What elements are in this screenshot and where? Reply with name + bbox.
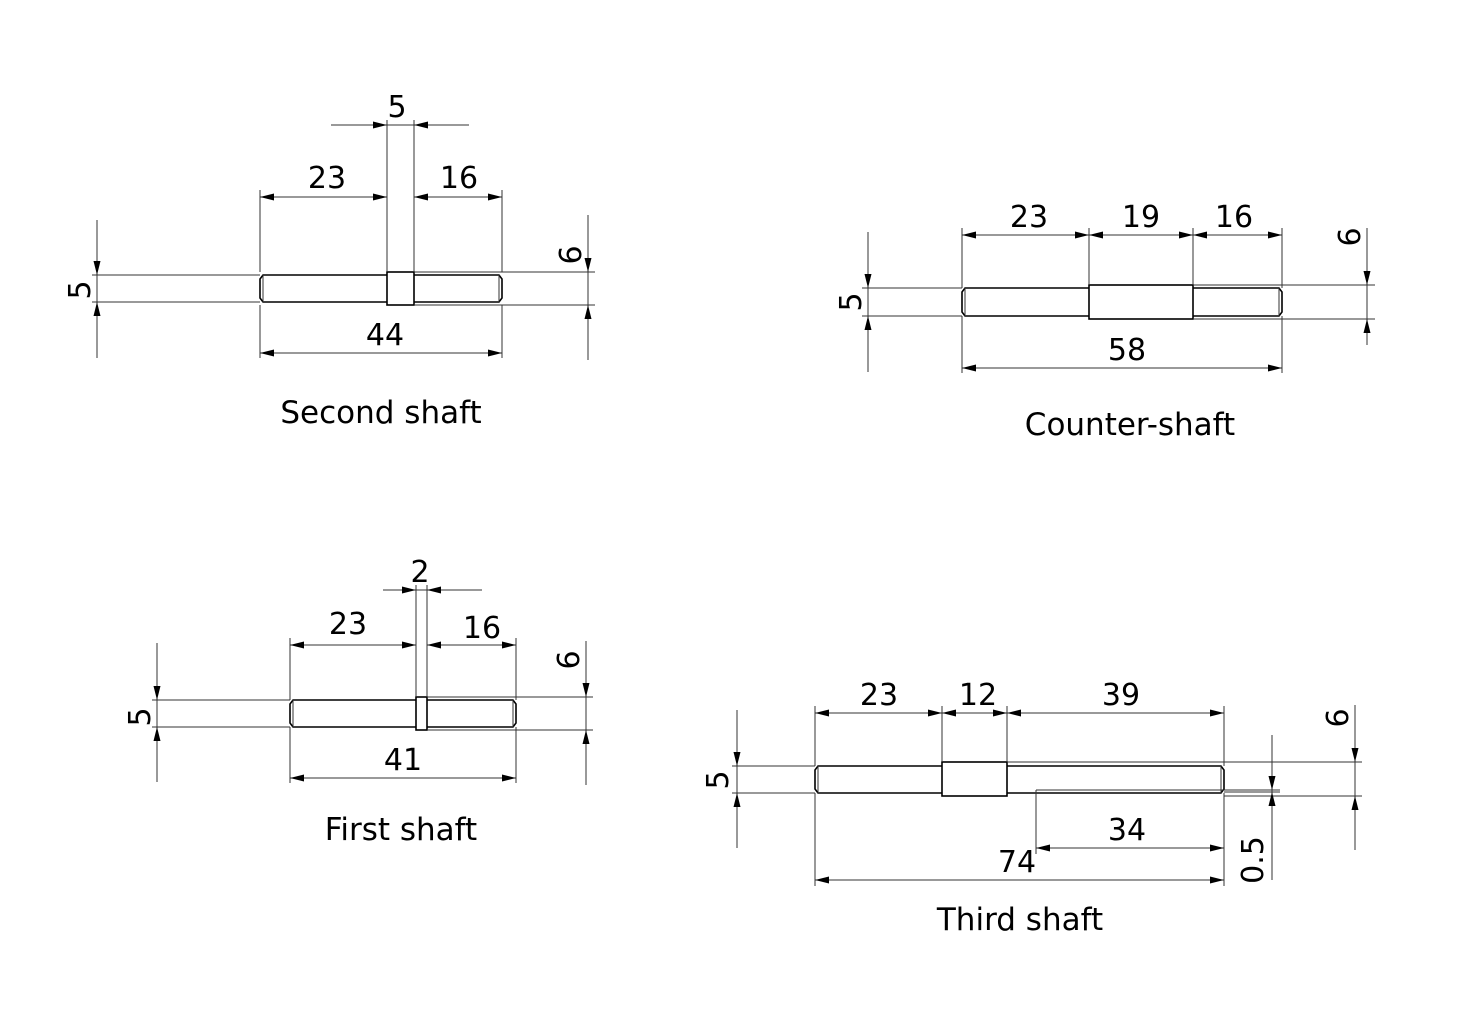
- arrowhead: [1075, 231, 1089, 239]
- first-shaft-title: First shaft: [325, 812, 477, 848]
- dim-total-length: 74: [998, 845, 1036, 880]
- arrowhead: [290, 641, 304, 649]
- arrowhead: [373, 121, 387, 129]
- collar: [386, 271, 415, 306]
- arrowhead: [1268, 776, 1276, 790]
- arrowhead: [414, 193, 428, 201]
- dim-collar-diameter: 6: [1321, 708, 1356, 727]
- collar: [415, 696, 428, 731]
- arrowhead: [1210, 876, 1224, 884]
- arrowhead: [93, 302, 101, 316]
- arrowhead: [1363, 319, 1371, 333]
- dim-total-length: 41: [384, 743, 422, 778]
- dim-left-length: 23: [308, 161, 346, 196]
- second-shaft-drawing: 23 5 16 44 5 6 Second shaft: [63, 90, 589, 431]
- dim-shaft-diameter: 5: [701, 770, 736, 789]
- arrowhead: [1007, 709, 1021, 717]
- arrowhead: [373, 193, 387, 201]
- arrowhead: [290, 774, 304, 782]
- dim-flat-length: 34: [1108, 813, 1146, 848]
- dim-collar-length: 2: [410, 555, 429, 590]
- dim-right-length: 16: [440, 161, 478, 196]
- arrowhead: [864, 316, 872, 330]
- arrowhead: [1351, 796, 1359, 810]
- arrowhead: [260, 349, 274, 357]
- arrowhead: [864, 274, 872, 288]
- arrowhead: [93, 261, 101, 275]
- dim-total-length: 44: [366, 318, 404, 353]
- dim-right-length: 39: [1102, 678, 1140, 713]
- collar: [941, 761, 1008, 797]
- arrowhead: [582, 683, 590, 697]
- arrowhead: [1210, 844, 1224, 852]
- third-shaft-drawing: 23 12 39 34 74 5 6 0.5 Third shaft: [701, 678, 1356, 938]
- arrowhead: [1268, 231, 1282, 239]
- dim-collar-length: 12: [959, 678, 997, 713]
- dim-collar-length: 5: [387, 90, 406, 125]
- arrowhead: [260, 193, 274, 201]
- arrowhead: [1210, 709, 1224, 717]
- arrowhead: [402, 586, 416, 594]
- dim-right-length: 16: [1215, 200, 1253, 235]
- arrowhead: [962, 231, 976, 239]
- arrowhead: [584, 258, 592, 272]
- dim-shaft-diameter: 5: [123, 707, 158, 726]
- counter-shaft-title: Counter-shaft: [1025, 407, 1235, 443]
- arrowhead: [502, 774, 516, 782]
- first-shaft-drawing: 23 2 16 41 5 6 First shaft: [123, 555, 587, 848]
- dim-collar-diameter: 6: [1333, 227, 1368, 246]
- arrowhead: [993, 709, 1007, 717]
- dim-shaft-diameter: 5: [63, 280, 98, 299]
- arrowhead: [1351, 748, 1359, 762]
- third-shaft-title: Third shaft: [936, 902, 1103, 938]
- shaft-body: [289, 699, 517, 728]
- arrowhead: [582, 730, 590, 744]
- arrowhead: [502, 641, 516, 649]
- dim-collar-length: 19: [1122, 200, 1160, 235]
- counter-shaft-drawing: 23 19 16 58 5 6 Counter-shaft: [834, 200, 1368, 443]
- dim-left-length: 23: [860, 678, 898, 713]
- arrowhead: [402, 641, 416, 649]
- dim-flat-depth: 0.5: [1236, 836, 1271, 884]
- arrowhead: [488, 193, 502, 201]
- arrowhead: [928, 709, 942, 717]
- arrowhead: [815, 876, 829, 884]
- arrowhead: [815, 709, 829, 717]
- arrowhead: [1268, 364, 1282, 372]
- dim-right-length: 16: [463, 611, 501, 646]
- collar: [1088, 284, 1194, 320]
- drawing-geometry: [92, 120, 1375, 886]
- arrowhead: [1363, 271, 1371, 285]
- arrowhead: [1036, 844, 1050, 852]
- arrowhead: [414, 121, 428, 129]
- arrowhead: [488, 349, 502, 357]
- arrowhead: [733, 793, 741, 807]
- dim-left-length: 23: [1010, 200, 1048, 235]
- dim-left-length: 23: [329, 607, 367, 642]
- arrowhead: [153, 727, 161, 741]
- arrowhead: [733, 752, 741, 766]
- arrowhead: [153, 686, 161, 700]
- second-shaft-title: Second shaft: [280, 395, 481, 431]
- arrowhead: [1193, 231, 1207, 239]
- arrowhead: [584, 305, 592, 319]
- dim-collar-diameter: 6: [554, 245, 589, 264]
- arrowhead: [962, 364, 976, 372]
- dim-collar-diameter: 6: [552, 650, 587, 669]
- dim-total-length: 58: [1108, 333, 1146, 368]
- arrowhead: [942, 709, 956, 717]
- shaft-body: [259, 274, 503, 303]
- arrowhead: [1089, 231, 1103, 239]
- shaft-body: [814, 765, 1225, 794]
- arrowhead: [1268, 792, 1276, 806]
- arrowhead: [427, 641, 441, 649]
- arrowhead: [1179, 231, 1193, 239]
- dim-shaft-diameter: 5: [834, 292, 869, 311]
- arrowhead: [427, 586, 441, 594]
